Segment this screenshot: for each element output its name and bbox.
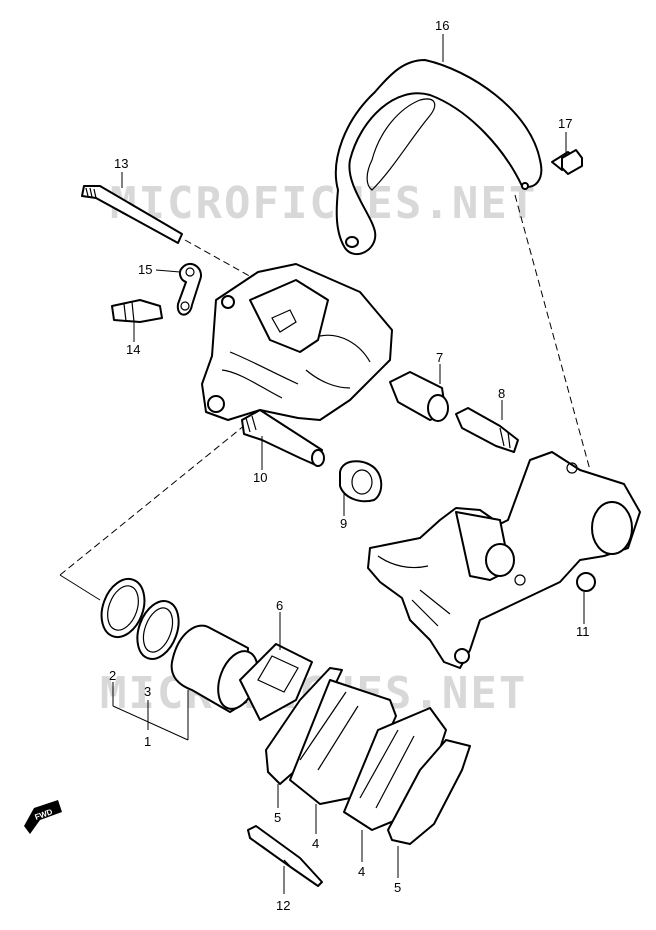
callout-2: 2	[109, 668, 116, 683]
bracket-bolt-part-17	[551, 149, 583, 175]
callout-14: 14	[126, 342, 140, 357]
callout-16: 16	[435, 18, 449, 33]
callout-10: 10	[253, 470, 267, 485]
piston-seal-part-2	[100, 577, 146, 639]
anti-rattle-spring-part-12	[247, 825, 323, 887]
rubber-boot-part-9	[339, 460, 383, 503]
caliper-support-bracket	[367, 451, 641, 669]
caliper-body	[201, 263, 393, 421]
callout-3: 3	[144, 684, 151, 699]
forward-arrow-icon: FWD	[24, 800, 62, 834]
callout-8: 8	[498, 386, 505, 401]
assembly-guide-lines	[59, 194, 591, 601]
callout-5-front: 5	[274, 810, 281, 825]
callout-11: 11	[576, 624, 590, 639]
callout-5-rear: 5	[394, 880, 401, 895]
callout-15: 15	[138, 262, 152, 277]
bleeder-valve-part-14	[111, 299, 163, 323]
watermark-top: MICROFICHES.NET	[110, 178, 537, 229]
callout-9: 9	[340, 516, 347, 531]
callout-17: 17	[558, 116, 572, 131]
callout-4-front: 4	[312, 836, 319, 851]
callout-7: 7	[436, 350, 443, 365]
slide-pin-part-10	[241, 409, 325, 467]
caliper-bracket-part-16	[334, 59, 543, 255]
callout-12: 12	[276, 898, 290, 913]
callout-1: 1	[144, 734, 151, 749]
pad-pin-part-13	[81, 185, 183, 244]
leader-lines	[112, 34, 585, 894]
dust-seal-part-3	[136, 600, 180, 660]
pin-clip-part-15	[176, 262, 202, 316]
slide-bolt-part-8	[455, 407, 519, 453]
slide-sleeve-part-7	[389, 371, 449, 422]
pad-spring-part-5-rear	[387, 739, 471, 845]
pad-shim-part-6	[239, 643, 313, 721]
callout-6: 6	[276, 598, 283, 613]
callout-labels: 16 17 13 15 14 7 8 10 9 11 6 2 3 1 5 4 4…	[109, 18, 590, 913]
callout-13: 13	[114, 156, 128, 171]
callout-4-rear: 4	[358, 864, 365, 879]
